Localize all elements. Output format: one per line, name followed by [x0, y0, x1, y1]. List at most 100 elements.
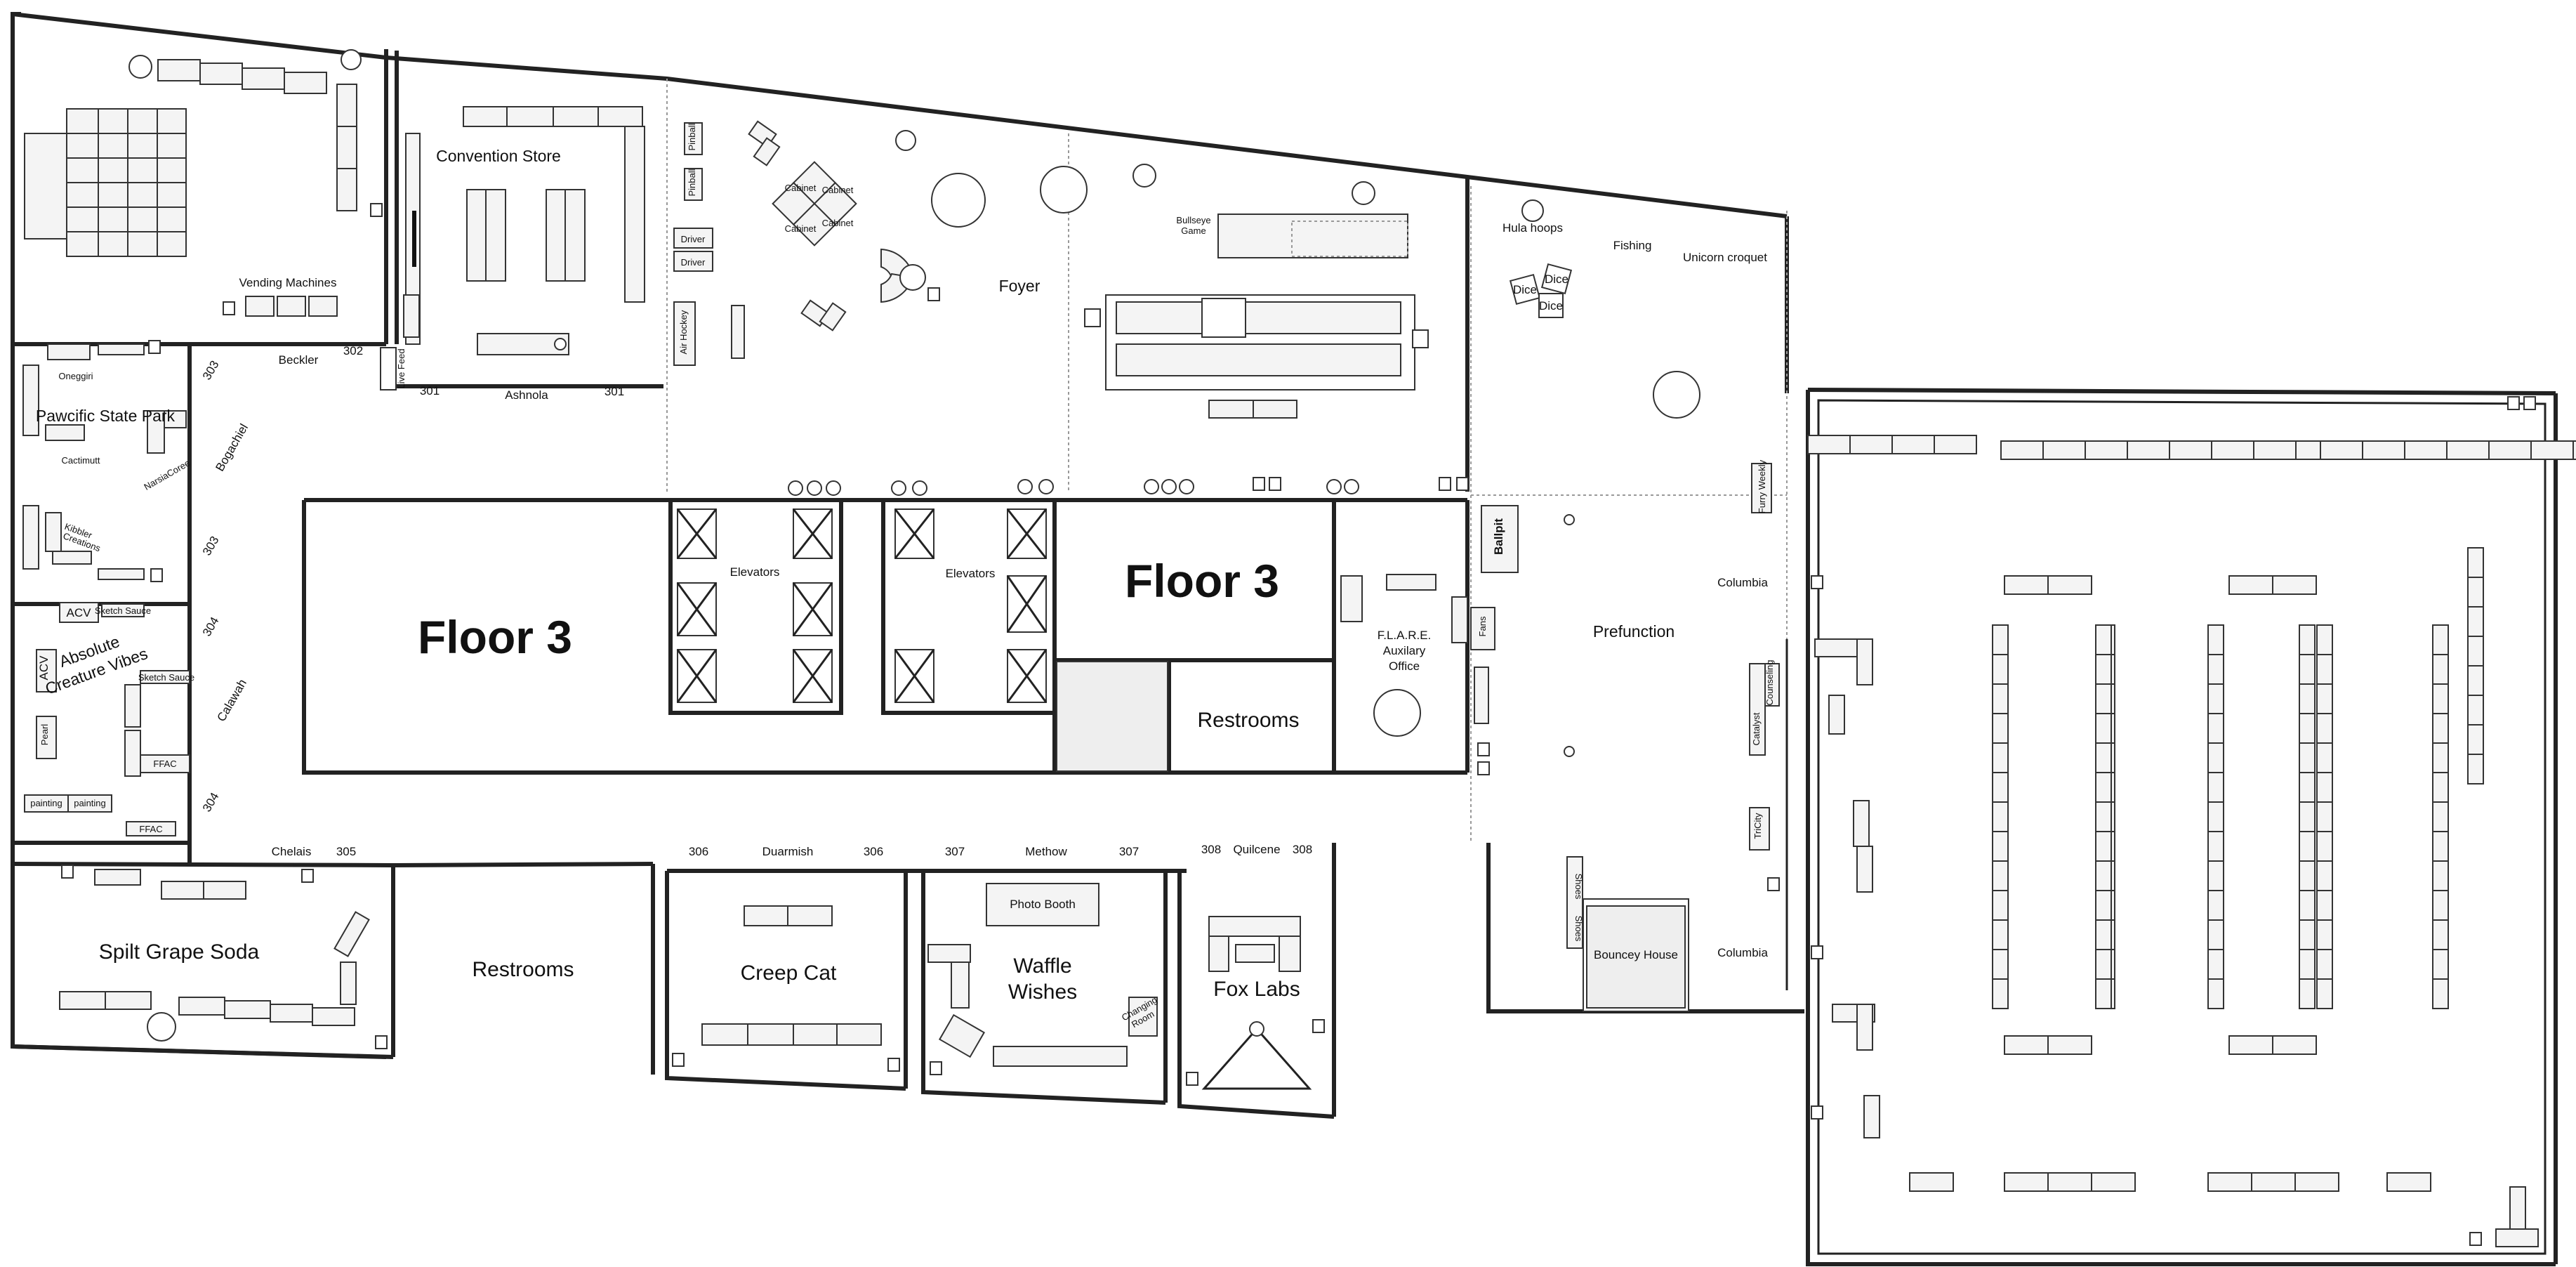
exhibit-table	[2495, 1228, 2539, 1247]
r306b-label: 306	[864, 845, 883, 858]
exhibit-table	[2386, 1172, 2431, 1192]
exhibit-table	[2432, 654, 2449, 685]
ffac-label-1: FFAC	[153, 759, 176, 769]
exhibit-table	[1856, 1004, 1873, 1051]
fishing-label: Fishing	[1613, 239, 1652, 252]
columbia-1-label: Columbia	[1717, 576, 1768, 589]
cactimutt-label: Cactimutt	[62, 455, 100, 466]
exhibit-table	[2207, 831, 2224, 862]
exhibit-table	[1992, 683, 2009, 714]
center-block: Floor 3 Floor 3 Restrooms Elevators Elev…	[418, 479, 1468, 773]
south-rooms: Chelais 305 306 Duarmish 306 307 Methow …	[59, 843, 1312, 1090]
east-hall: Furry Weekly Columbia Columbia Catalyst …	[1717, 435, 2576, 1247]
exhibit-table	[1807, 435, 1851, 454]
restrooms-south-label: Restrooms	[472, 958, 574, 981]
painting-2: painting	[74, 798, 106, 808]
bogachiel-label: Bogachiel	[213, 421, 251, 473]
methow-label: Methow	[1025, 845, 1067, 858]
exhibit-table	[2211, 440, 2254, 460]
exhibit-table	[1992, 654, 2009, 685]
cabinet-label-3: Cabinet	[785, 223, 817, 234]
exhibit-table	[2299, 949, 2316, 980]
exhibit-table	[2299, 919, 2316, 950]
cabinet-label-2: Cabinet	[822, 185, 854, 195]
exhibit-table	[2207, 713, 2224, 744]
prefunction-label: Prefunction	[1593, 622, 1675, 641]
exhibit-table	[1828, 695, 1845, 735]
exhibit-table	[1992, 742, 2009, 773]
exhibit-table	[2432, 978, 2449, 1009]
exhibit-table	[1856, 638, 1873, 685]
exhibit-table	[2299, 890, 2316, 921]
exhibit-table	[2432, 890, 2449, 921]
waffle-line1: Waffle	[1013, 954, 1071, 978]
exhibit-table	[2042, 440, 2086, 460]
exhibit-table	[2316, 742, 2333, 773]
exhibit-table	[2467, 695, 2484, 726]
floor-label-west: Floor 3	[418, 611, 572, 663]
photo-booth-label: Photo Booth	[1010, 898, 1076, 911]
exhibit-table	[1853, 800, 1870, 847]
exhibit-table	[2095, 654, 2112, 685]
dashed-zones	[666, 79, 1788, 843]
exhibit-table	[2316, 860, 2333, 891]
exhibit-table	[2294, 1172, 2339, 1192]
exhibit-table	[2272, 1035, 2317, 1055]
exhibit-table	[2572, 440, 2576, 460]
exhibit-table	[2085, 440, 2128, 460]
exhibit-table	[1909, 1172, 1954, 1192]
exhibit-table	[2404, 440, 2448, 460]
pinball-1-label: Pinball	[687, 123, 697, 150]
corridor-seating	[788, 479, 1359, 496]
exhibit-table	[2432, 831, 2449, 862]
pawcific-label: Pawcific State Park	[36, 407, 176, 425]
exhibit-table	[2095, 801, 2112, 832]
exhibit-table	[2095, 978, 2112, 1009]
exhibit-table	[2299, 624, 2316, 655]
exhibit-table	[2316, 713, 2333, 744]
exhibit-table	[2362, 440, 2405, 460]
exhibit-table	[2299, 801, 2316, 832]
sketch-sauce-2: Sketch Sauce	[138, 672, 194, 683]
r303b-label: 303	[200, 534, 222, 558]
exhibit-table	[2047, 1172, 2092, 1192]
exhibit-table	[1849, 435, 1893, 454]
elevators-2-label: Elevators	[946, 567, 996, 580]
exhibit-table	[2316, 831, 2333, 862]
r307b-label: 307	[1119, 845, 1139, 858]
exhibit-table	[2095, 624, 2112, 655]
live-feed-label: Live Feed	[396, 348, 407, 388]
exhibit-table	[1992, 801, 2009, 832]
exhibit-table	[2467, 754, 2484, 785]
exhibit-table	[2272, 575, 2317, 595]
exhibit-table	[2432, 683, 2449, 714]
exhibit-table	[2316, 772, 2333, 803]
convention-store-room: Convention Store Live Feed	[380, 106, 645, 390]
exhibit-table	[2095, 742, 2112, 773]
exhibit-table	[1814, 638, 1858, 657]
exhibit-table	[2095, 919, 2112, 950]
exhibit-table	[2207, 654, 2224, 685]
exhibit-table	[2467, 606, 2484, 637]
exhibit-table	[2432, 949, 2449, 980]
exhibit-table	[2253, 440, 2297, 460]
exhibit-table	[1992, 949, 2009, 980]
exhibit-table	[1992, 831, 2009, 862]
waffle-line2: Wishes	[1008, 980, 1077, 1004]
quilcene-label: Quilcene	[1233, 843, 1280, 856]
exhibit-table	[2169, 440, 2212, 460]
exhibit-table	[1856, 846, 1873, 893]
exhibit-table	[2004, 1035, 2049, 1055]
bullseye-line1: Bullseye	[1176, 215, 1210, 225]
exhibit-table	[2432, 919, 2449, 950]
exhibit-table	[2207, 1172, 2252, 1192]
dice-3-label: Dice	[1539, 299, 1563, 313]
spilt-grape-label: Spilt Grape Soda	[99, 940, 260, 964]
exhibit-table	[2530, 440, 2574, 460]
exhibit-table	[2207, 890, 2224, 921]
bin-icons	[61, 203, 2536, 1246]
acv-label-1: ACV	[67, 606, 92, 619]
flare-line2: Auxilary	[1383, 644, 1426, 657]
shoes-2-label: Shoes	[1573, 916, 1584, 942]
exhibit-table	[1992, 919, 2009, 950]
